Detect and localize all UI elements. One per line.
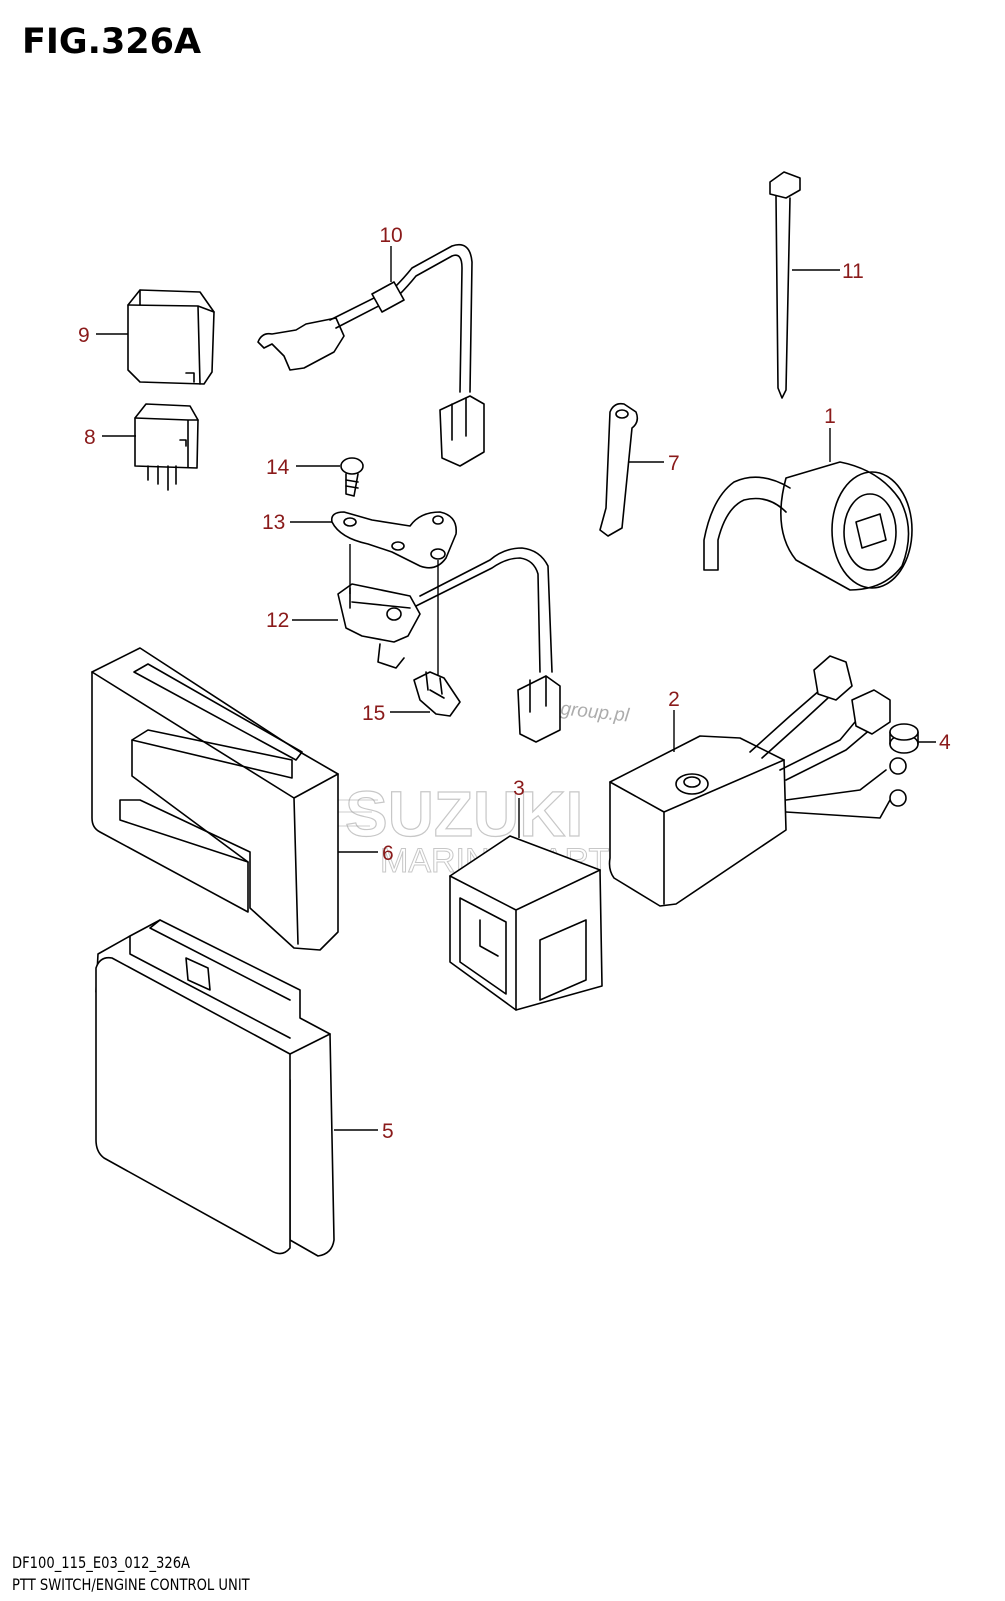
part-7-clamp[interactable] [599,402,639,537]
callout-15: 15 [362,702,385,725]
callout-6: 6 [382,842,394,865]
callout-9: 9 [78,324,90,347]
diagram-name: PTT SWITCH/ENGINE CONTROL UNIT [12,1575,250,1594]
figure-title: FIG.326A [22,22,202,62]
part-13-bracket[interactable] [330,511,457,569]
part-3-cover[interactable] [449,835,603,1011]
callout-13: 13 [262,511,285,534]
callout-2: 2 [668,688,680,711]
callout-4: 4 [939,731,951,754]
callout-10: 10 [379,224,402,247]
callout-7: 7 [668,452,680,475]
callout-3: 3 [513,777,525,800]
callout-1: 1 [824,405,836,428]
part-11-cable-tie[interactable] [769,171,801,399]
part-5-engine-control-unit[interactable] [95,919,335,1257]
callout-5: 5 [382,1120,394,1143]
part-15-clip[interactable] [413,671,461,717]
part-2-control-module[interactable] [608,655,907,907]
part-8-relay[interactable] [134,403,199,491]
callout-12: 12 [266,609,289,632]
callout-11: 11 [842,260,864,283]
part-4-grommet[interactable] [889,723,919,754]
callout-14: 14 [266,456,290,479]
part-10-ptt-switch-harness[interactable] [257,243,485,467]
part-12-switch-harness[interactable] [337,544,561,743]
leader-lines [96,246,936,1131]
part-1-switch-assembly[interactable] [703,461,913,591]
part-9-relay-cover[interactable] [127,289,215,385]
diagram-code: DF100_115_E03_012_326A [12,1553,191,1572]
callout-8: 8 [84,426,96,449]
part-6-ecu-bracket[interactable] [91,647,339,951]
callout-labels: 1 2 3 4 5 6 7 8 9 10 11 12 13 14 15 [78,224,951,1143]
part-14-screw[interactable] [340,457,364,497]
watermark-brand: SUZUKI [345,778,583,850]
